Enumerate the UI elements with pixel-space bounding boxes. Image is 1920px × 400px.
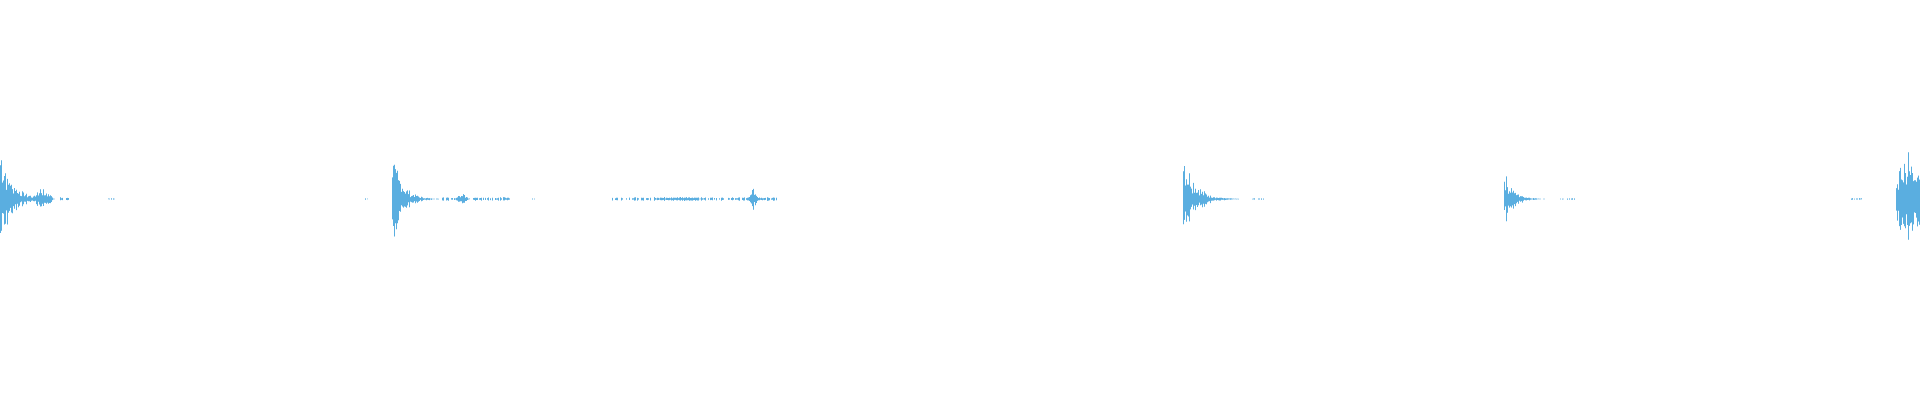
waveform-path	[0, 152, 1920, 240]
